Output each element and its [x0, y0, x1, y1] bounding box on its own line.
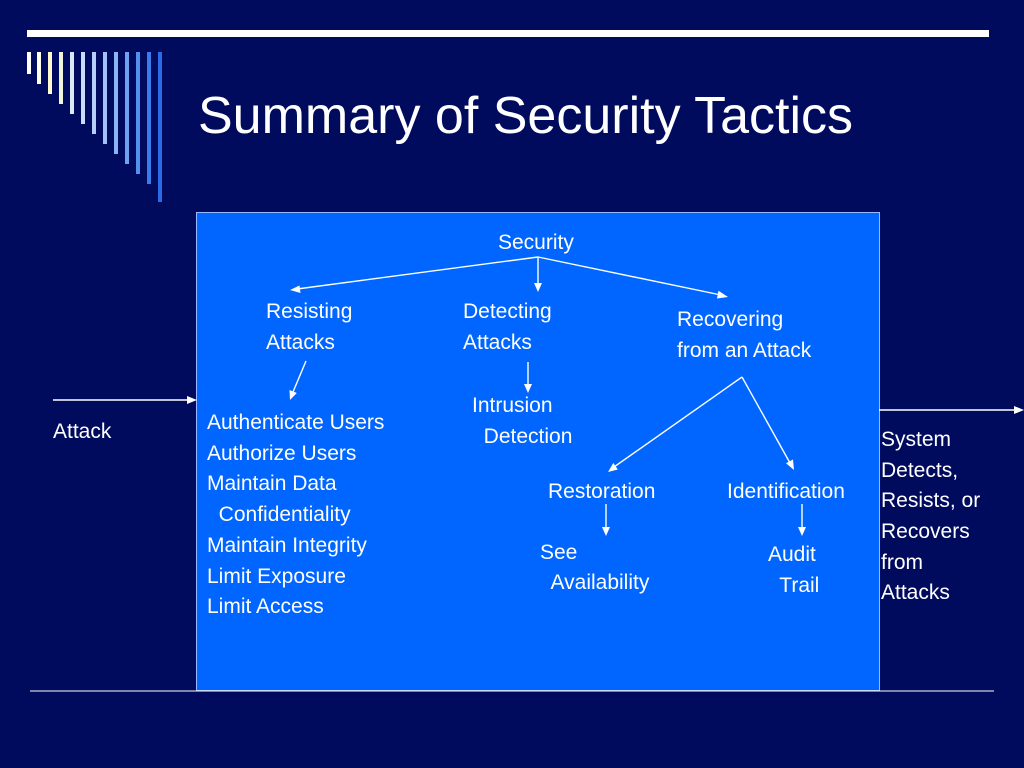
security-to-recovering-line [537, 256, 722, 296]
recovering-to-restoration-arrowhead [608, 463, 618, 472]
slide-title: Summary of Security Tactics [198, 87, 854, 145]
tactic-item: Confidentiality [207, 503, 351, 526]
output-line-text: Recovers [881, 520, 970, 543]
tactic-item: Limit Access [207, 595, 324, 618]
security-to-resisting-line [296, 256, 539, 290]
security-to-detecting-arrowhead [534, 283, 542, 292]
tactic-item: Availability [540, 571, 650, 594]
resisting-heading-line: Resisting [266, 300, 353, 323]
tactic-item: See [540, 541, 578, 564]
recovering-heading-line: Recovering [677, 308, 784, 331]
output-line-text: from [881, 551, 923, 574]
title-divider [27, 30, 989, 37]
attack-input-label: Attack [53, 420, 112, 443]
tactic-item: Authenticate Users [207, 411, 385, 434]
tactic-item: Maintain Integrity [207, 534, 367, 557]
resisting-to-tactics-line [292, 360, 307, 393]
detecting-to-intrusion-arrowhead [524, 384, 532, 393]
output-arrowhead [1014, 406, 1024, 414]
recovering-to-restoration-line [613, 376, 743, 468]
tactic-item: Detection [472, 425, 573, 448]
restoration-to-availability-arrowhead [602, 527, 610, 536]
tactic-item: Trail [768, 574, 820, 597]
resisting-heading-line: Attacks [266, 331, 335, 354]
detecting-heading-line: Attacks [463, 331, 532, 354]
tactic-item: Maintain Data [207, 472, 337, 495]
output-line-text: System [881, 428, 952, 451]
output-line-text: Attacks [881, 581, 950, 604]
tactic-item: Limit Exposure [207, 565, 346, 588]
tactic-item: Audit [768, 543, 816, 566]
output-line-text: Resists, or [881, 489, 981, 512]
tactic-item: Authorize Users [207, 442, 357, 465]
recovering-heading-line: from an Attack [677, 339, 812, 362]
identification-to-audit-arrowhead [798, 527, 806, 536]
recovering-to-identification-line [741, 376, 791, 464]
identification-heading: Identification [727, 480, 845, 503]
security-to-recovering-arrowhead [717, 290, 728, 299]
security-to-resisting-arrowhead [290, 285, 301, 293]
output-line-text: Detects, [881, 459, 959, 482]
attack-input-arrowhead [187, 396, 197, 404]
recovering-to-identification-arrowhead [786, 459, 794, 470]
decorative-stripes [0, 0, 170, 210]
resisting-to-tactics-arrowhead [289, 390, 297, 400]
detecting-heading-line: Detecting [463, 300, 552, 323]
restoration-heading: Restoration [548, 480, 656, 503]
tactic-item: Intrusion [472, 394, 553, 417]
security-root-label: Security [498, 231, 574, 254]
